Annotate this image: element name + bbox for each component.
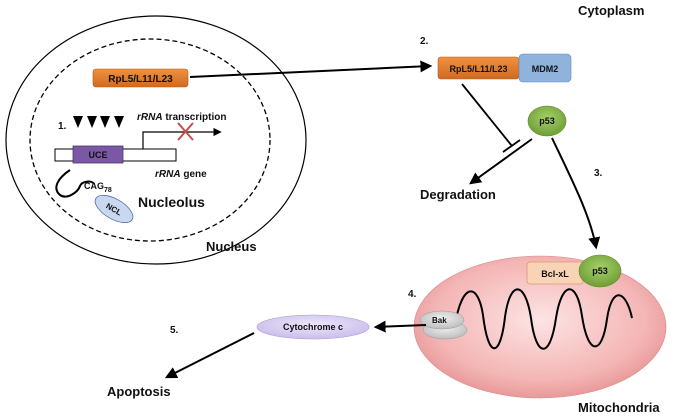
p53-mito-label: p53 (592, 266, 608, 276)
p53-cyto-label: p53 (539, 116, 555, 126)
inhibition-line (461, 83, 513, 147)
step-1-label: 1. (58, 121, 67, 132)
p53-degradation-arrow (469, 138, 533, 185)
rrna-gene-italic: rRNA (155, 169, 181, 180)
rrna-gene-text: gene (181, 169, 208, 180)
nucleus-label: Nucleus (206, 239, 257, 254)
rrna-gene-label: rRNA gene (155, 169, 207, 180)
promoter-marker (73, 116, 83, 128)
rpl-nucleus-box (92, 68, 189, 88)
promoter-marker (114, 116, 124, 128)
rpl-nucleus-label: RpL5/L11/L23 (108, 74, 173, 85)
promoter-marker (87, 116, 97, 128)
bak-oval-upper (419, 310, 465, 330)
cag-repeat-strand (55, 169, 95, 198)
uce-label: UCE (88, 150, 107, 160)
nucleolus-label: Nucleolus (138, 194, 205, 210)
step-3-label: 3. (594, 168, 603, 179)
transcription-arrow (142, 127, 222, 149)
cytochrome-release-arrow (373, 320, 427, 333)
ncl-oval (94, 194, 134, 224)
bclxl-label: Bcl-xL (541, 269, 569, 279)
rrna-transcription-text: transcription (163, 112, 227, 123)
transcription-blocked-x (177, 122, 194, 141)
step-2-label: 2. (420, 36, 429, 47)
nucleus-outline (5, 15, 307, 265)
step-5-label: 5. (170, 325, 179, 336)
p53-mito-arrow (551, 137, 601, 250)
promoter-marker (100, 116, 110, 128)
rrna-transcription-label: rRNA transcription (137, 112, 226, 123)
promoter-markers (73, 116, 124, 128)
mdm2-box (518, 53, 572, 83)
cytoplasm-label: Cytoplasm (578, 3, 644, 18)
mitochondria-label: Mitochondria (578, 400, 660, 415)
export-arrow (189, 60, 433, 78)
apoptosis-label: Apoptosis (107, 384, 171, 399)
nucleolus-outline (29, 38, 271, 242)
rrna-transcription-italic: rRNA (137, 112, 163, 123)
cag-text: CAG (84, 181, 104, 191)
uce-box (72, 145, 124, 164)
degradation-label: Degradation (420, 187, 496, 202)
cytochrome-c-label: Cytochrome c (283, 322, 343, 332)
cag-subscript: 78 (104, 187, 112, 194)
mitochondrion (413, 255, 667, 399)
bak-label: Bak (432, 316, 447, 325)
cytochrome-c-oval (256, 314, 370, 340)
step-4-label: 4. (408, 289, 417, 300)
inhibition-bar (502, 139, 521, 153)
p53-mito-oval (578, 254, 622, 288)
mitochondrial-cristae (454, 288, 633, 350)
p53-cyto-oval (527, 105, 567, 137)
cag-label: CAG78 (84, 181, 112, 194)
apoptosis-arrow (164, 332, 255, 379)
mdm2-label: MDM2 (532, 64, 559, 74)
rpl-cyto-label: RpL5/L11/L23 (449, 64, 507, 74)
